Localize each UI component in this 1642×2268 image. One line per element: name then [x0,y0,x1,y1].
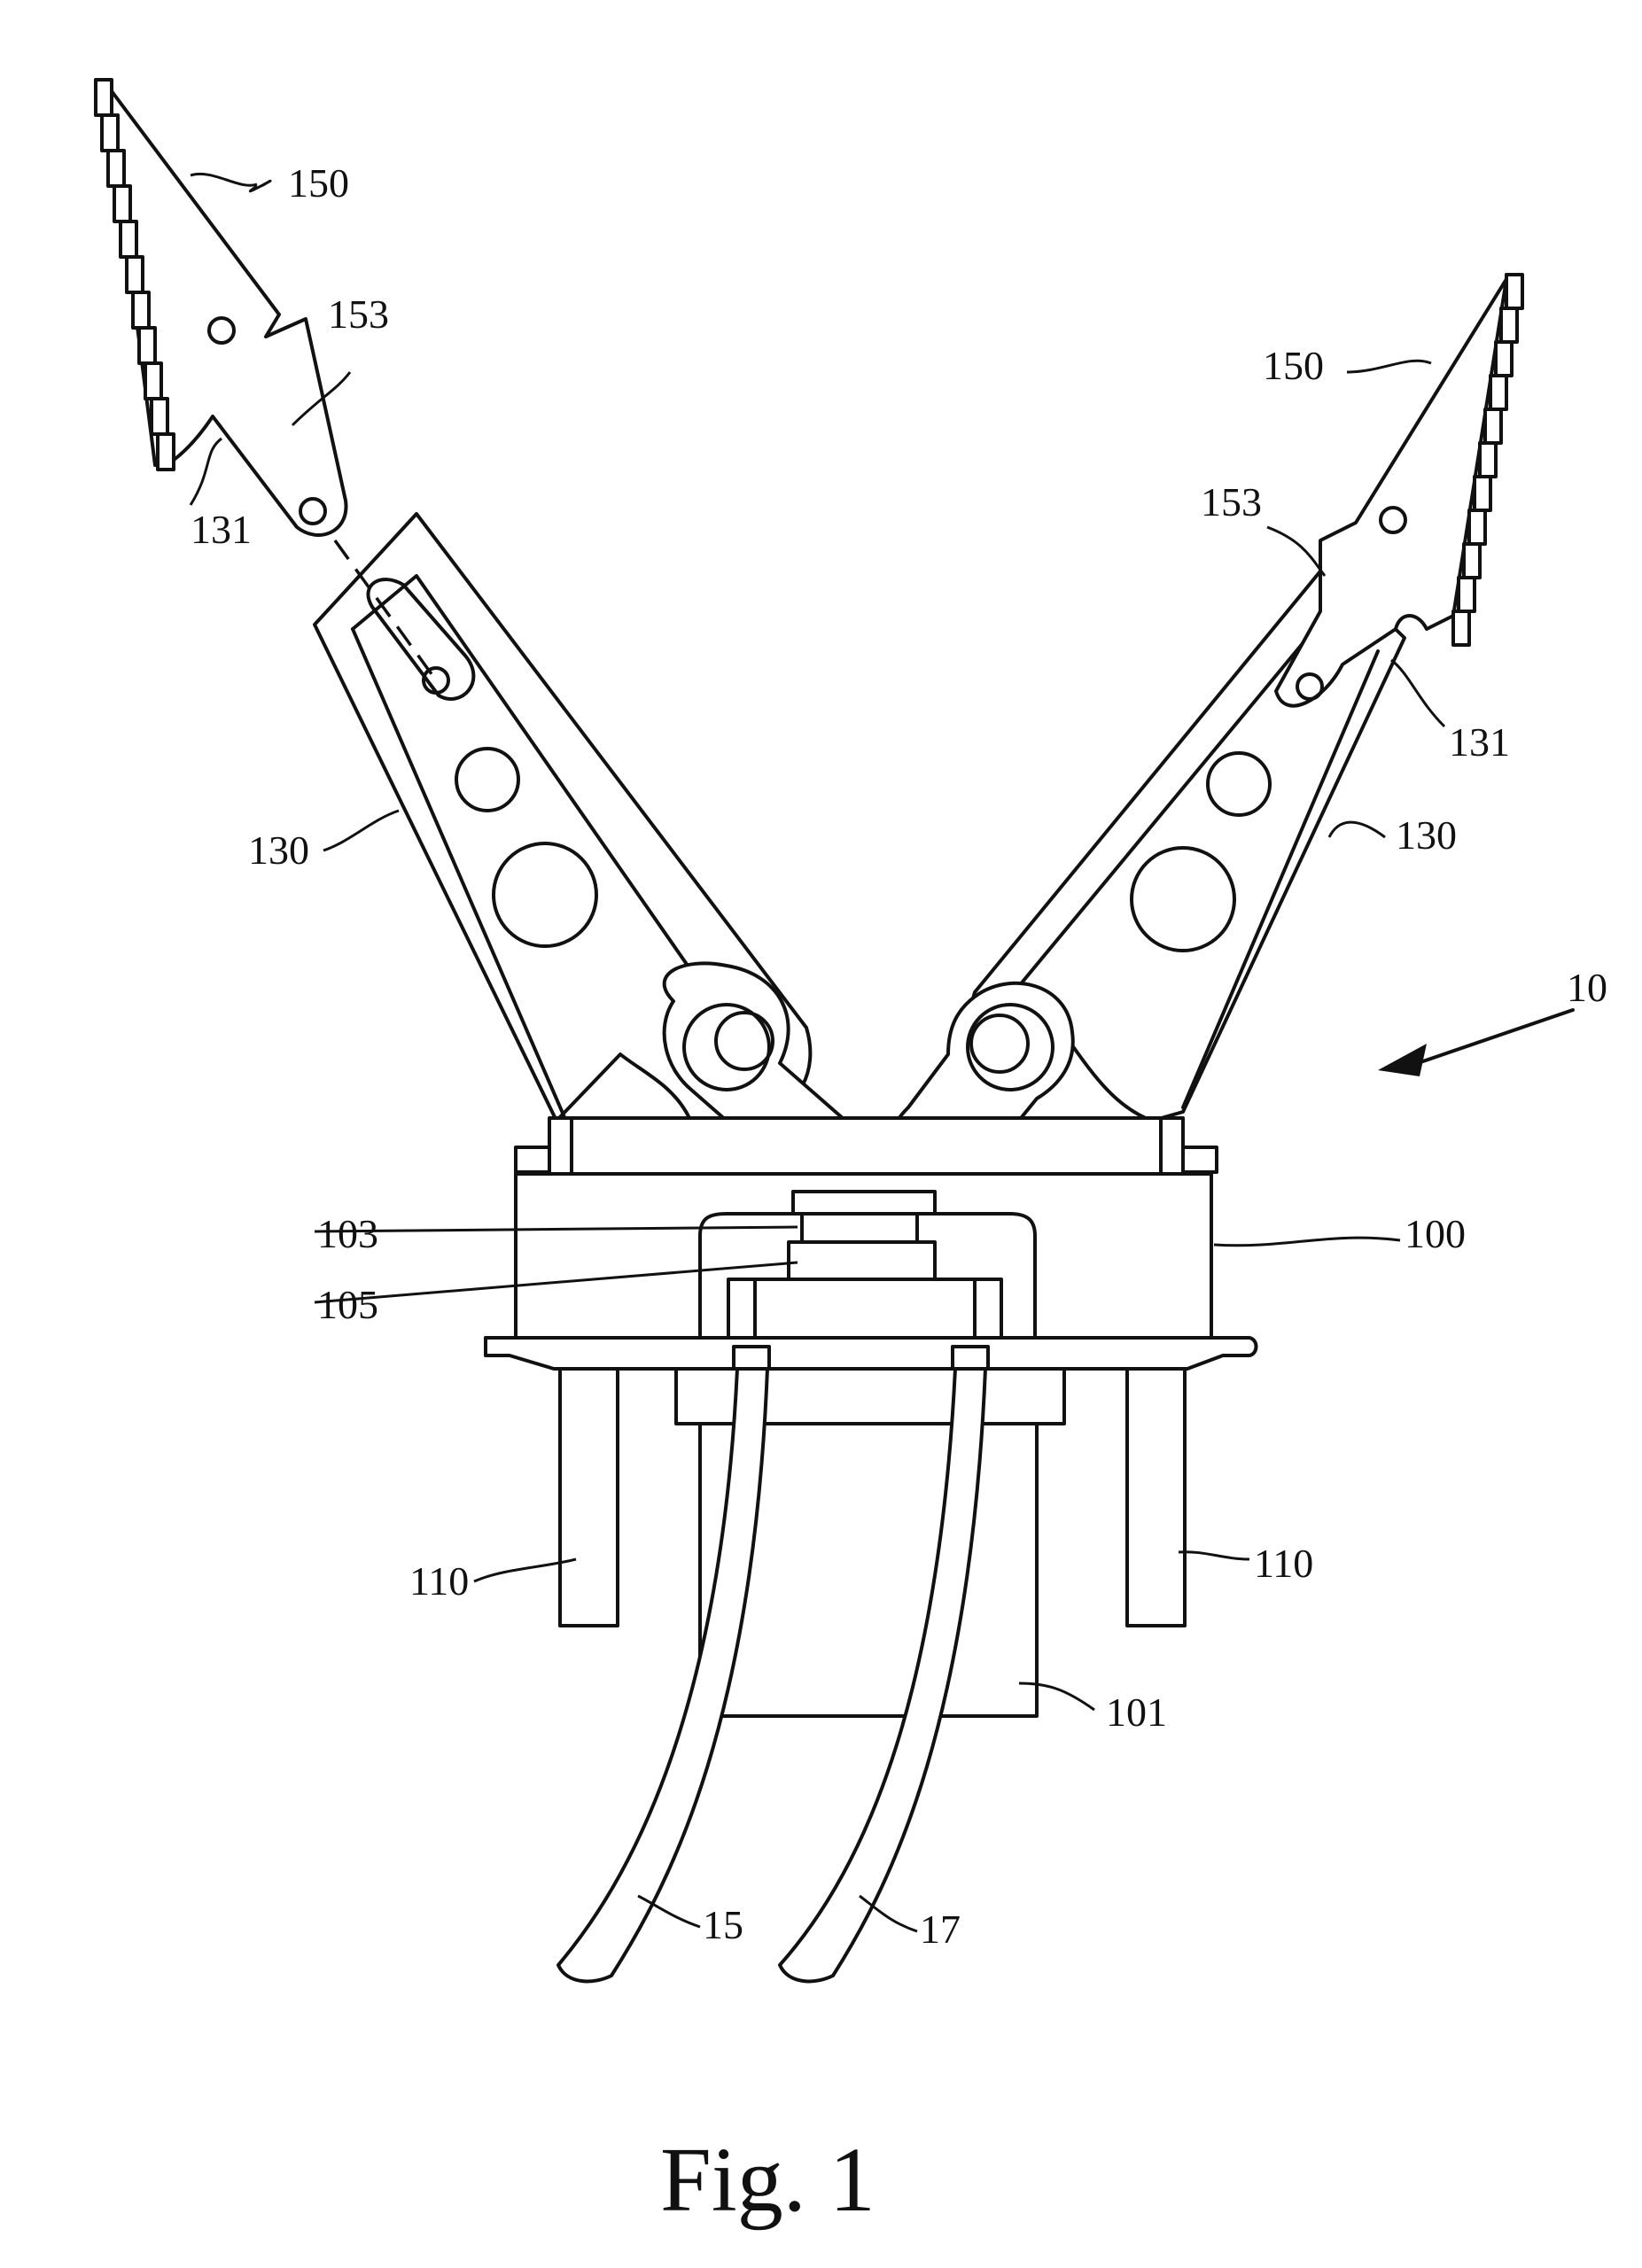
base-frame [486,1118,1257,1369]
left-leg [560,1369,618,1626]
figure-caption: Fig. 1 [660,2129,875,2231]
label-131-right: 131 [1449,719,1510,765]
left-blade [96,80,346,535]
label-110-right: 110 [1254,1541,1313,1586]
label-153-left: 153 [328,291,389,337]
assembly-arrow [1378,1010,1573,1076]
label-10: 10 [1567,965,1607,1010]
label-101: 101 [1106,1689,1167,1735]
label-103: 103 [317,1211,378,1256]
right-leg [1127,1369,1185,1626]
label-110-left: 110 [409,1558,469,1604]
label-150-left: 150 [288,160,349,206]
label-153-right: 153 [1201,479,1262,524]
label-17: 17 [920,1907,961,1952]
part-103 [802,1214,917,1242]
label-105: 105 [317,1282,378,1327]
label-130-left: 130 [248,827,309,873]
part-105 [789,1242,935,1279]
label-15: 15 [703,1902,743,1947]
label-130-right: 130 [1396,812,1457,858]
label-131-left: 131 [191,507,252,552]
label-150-right: 150 [1263,343,1324,388]
label-100: 100 [1405,1211,1466,1256]
